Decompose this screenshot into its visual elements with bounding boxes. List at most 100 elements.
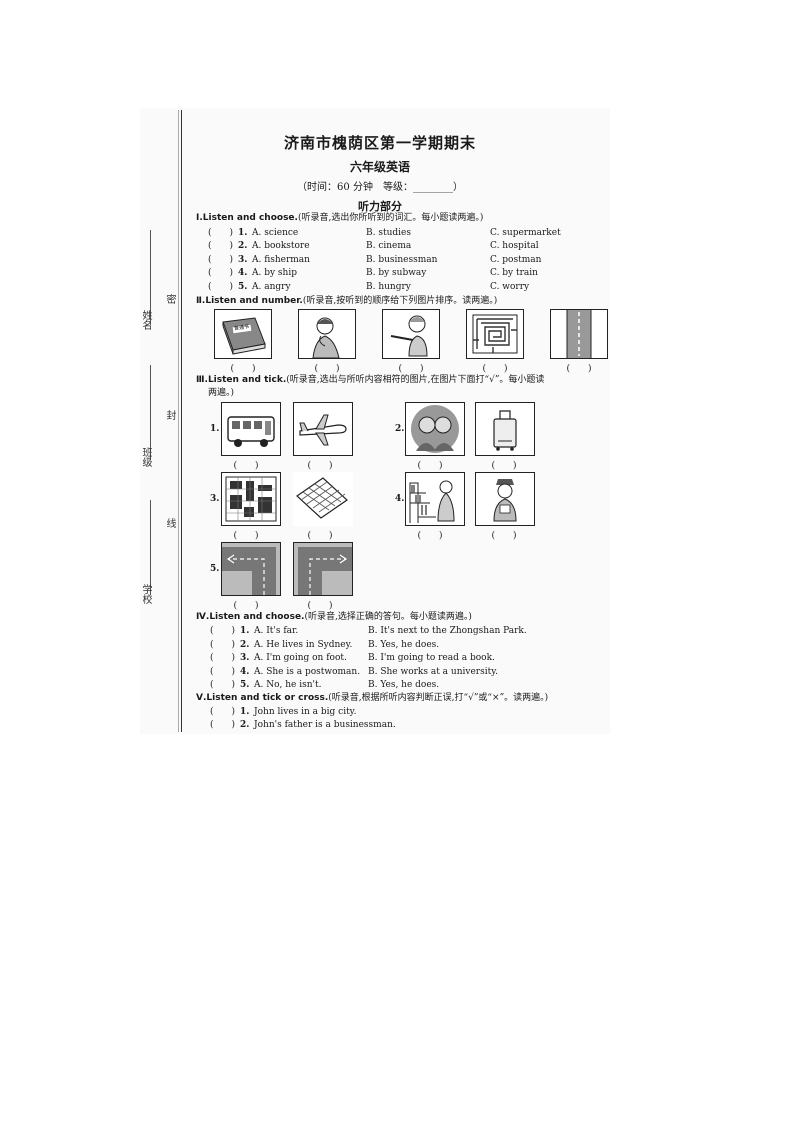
item-number: 1. <box>240 707 250 717</box>
grid-sheet-icon <box>296 477 348 519</box>
answer-blank[interactable]: ( ) <box>210 720 236 730</box>
tick-blank[interactable]: ( ) <box>307 531 333 541</box>
section-heading: 听力部分 <box>358 200 402 213</box>
option-c: C. worry <box>490 282 530 292</box>
person-hungry-icon <box>312 317 340 358</box>
option-a: A. angry <box>252 282 291 292</box>
tick-blank[interactable]: ( ) <box>233 601 259 611</box>
picture-maze[interactable] <box>466 309 524 359</box>
part5-title-en: Listen and tick or cross. <box>206 693 329 703</box>
tick-blank[interactable]: ( ) <box>307 601 333 611</box>
option-c: C. hospital <box>490 241 539 251</box>
tick-blank[interactable]: ( ) <box>307 461 333 471</box>
picture-hungry-person[interactable] <box>298 309 356 359</box>
picture-postman[interactable] <box>475 472 535 526</box>
question-number: 3. <box>210 494 220 504</box>
picture-book[interactable]: 普通书 <box>214 309 272 359</box>
time-grade-line: （时间：60 分钟 等级：________） <box>297 182 463 193</box>
statement-text: John's father is a businessman. <box>254 720 396 730</box>
item-number: 1. <box>240 626 250 636</box>
seal-char-xian: 线 <box>164 518 175 528</box>
option-c: C. by train <box>490 268 538 278</box>
picture-turn-left[interactable] <box>221 542 281 596</box>
book-icon <box>222 317 266 355</box>
picture-couple[interactable] <box>405 402 465 456</box>
tick-blank[interactable]: ( ) <box>491 461 517 471</box>
part1-title-cn: (听录音,选出你所听到的词汇。每小题读两遍。) <box>297 213 484 223</box>
picture-woman-at-shelf[interactable] <box>405 472 465 526</box>
answer-blank[interactable]: ( ) <box>210 680 236 690</box>
picture-bus[interactable] <box>221 402 281 456</box>
option-b: B. hungry <box>366 282 411 292</box>
part3-number: Ⅲ. <box>196 375 208 385</box>
picture-turn-right[interactable] <box>293 542 353 596</box>
answer-blank[interactable]: ( ) <box>210 626 236 636</box>
question-number: 1. <box>210 424 220 434</box>
tick-blank[interactable]: ( ) <box>417 531 443 541</box>
item-number: 3. <box>238 255 248 265</box>
option-c: C. postman <box>490 255 542 265</box>
option-b: B. Yes, he does. <box>368 680 440 690</box>
answer-blank[interactable]: ( ) <box>208 255 234 265</box>
postman-icon <box>493 479 517 522</box>
part4-title-cn: (听录音,选择正确的答句。每小题读两遍。) <box>304 612 472 622</box>
answer-blank[interactable]: ( ) <box>208 241 234 251</box>
item-number: 4. <box>240 667 250 677</box>
part2-number: Ⅱ. <box>196 296 206 306</box>
number-blank-5[interactable]: ( ) <box>566 364 592 374</box>
picture-crossword[interactable] <box>221 472 281 526</box>
question-number: 4. <box>395 494 405 504</box>
woman-shelf-icon <box>409 480 455 523</box>
question-number: 5. <box>210 564 220 574</box>
item-number: 4. <box>238 268 248 278</box>
page-subtitle: 六年级英语 <box>349 160 410 174</box>
person-pointing-icon <box>390 315 428 357</box>
binding-line-outer <box>178 110 179 732</box>
option-b: B. Yes, he does. <box>368 640 440 650</box>
option-b: B. She works at a university. <box>368 667 498 677</box>
part1-instruction: Ⅰ.Listen and choose.(听录音,选出你所听到的词汇。每小题读两… <box>196 212 626 225</box>
part3-title-cn: (听录音,选出与所听内容相符的图片,在图片下面打“√”。每小题读 <box>286 375 545 385</box>
item-number: 2. <box>240 640 250 650</box>
picture-plane[interactable] <box>293 402 353 456</box>
number-blank-1[interactable]: ( ) <box>230 364 256 374</box>
picture-suitcase[interactable] <box>475 402 535 456</box>
tick-blank[interactable]: ( ) <box>417 461 443 471</box>
answer-blank[interactable]: ( ) <box>208 268 234 278</box>
class-label: 班级 <box>140 447 151 467</box>
class-underline <box>150 365 151 460</box>
item-number: 2. <box>240 720 250 730</box>
part5-number: Ⅴ. <box>196 693 207 703</box>
picture-grid-sheet[interactable] <box>293 472 353 526</box>
item-number: 2. <box>238 241 248 251</box>
tick-blank[interactable]: ( ) <box>233 461 259 471</box>
part3-title-en: Listen and tick. <box>207 375 287 385</box>
option-b: B. by subway <box>366 268 427 278</box>
seal-char-feng: 封 <box>164 410 175 420</box>
answer-blank[interactable]: ( ) <box>208 282 234 292</box>
number-blank-4[interactable]: ( ) <box>482 364 508 374</box>
answer-blank[interactable]: ( ) <box>210 640 236 650</box>
tick-blank[interactable]: ( ) <box>233 531 259 541</box>
number-blank-2[interactable]: ( ) <box>314 364 340 374</box>
picture-road[interactable] <box>550 309 608 359</box>
option-a: A. fisherman <box>252 255 310 265</box>
part2-title-en: Listen and number. <box>205 296 303 306</box>
picture-pointing-person[interactable] <box>382 309 440 359</box>
part1-title-en: Listen and choose. <box>202 213 298 223</box>
option-b: B. I'm going to read a book. <box>368 653 495 663</box>
option-a: A. I'm going on foot. <box>254 653 347 663</box>
answer-blank[interactable]: ( ) <box>210 707 236 717</box>
option-b: B. It's next to the Zhongshan Park. <box>368 626 527 636</box>
turn-right-road-icon <box>294 543 352 595</box>
number-blank-3[interactable]: ( ) <box>398 364 424 374</box>
answer-blank[interactable]: ( ) <box>210 653 236 663</box>
answer-blank[interactable]: ( ) <box>208 228 234 238</box>
part3-title-cn-cont: 两遍。) <box>208 388 235 398</box>
part2-title-cn: (听录音,按听到的顺序给下列图片排序。读两遍。) <box>302 296 498 306</box>
maze-icon <box>472 314 518 354</box>
answer-blank[interactable]: ( ) <box>210 667 236 677</box>
option-b: B. cinema <box>366 241 412 251</box>
option-b: B. studies <box>366 228 411 238</box>
tick-blank[interactable]: ( ) <box>491 531 517 541</box>
